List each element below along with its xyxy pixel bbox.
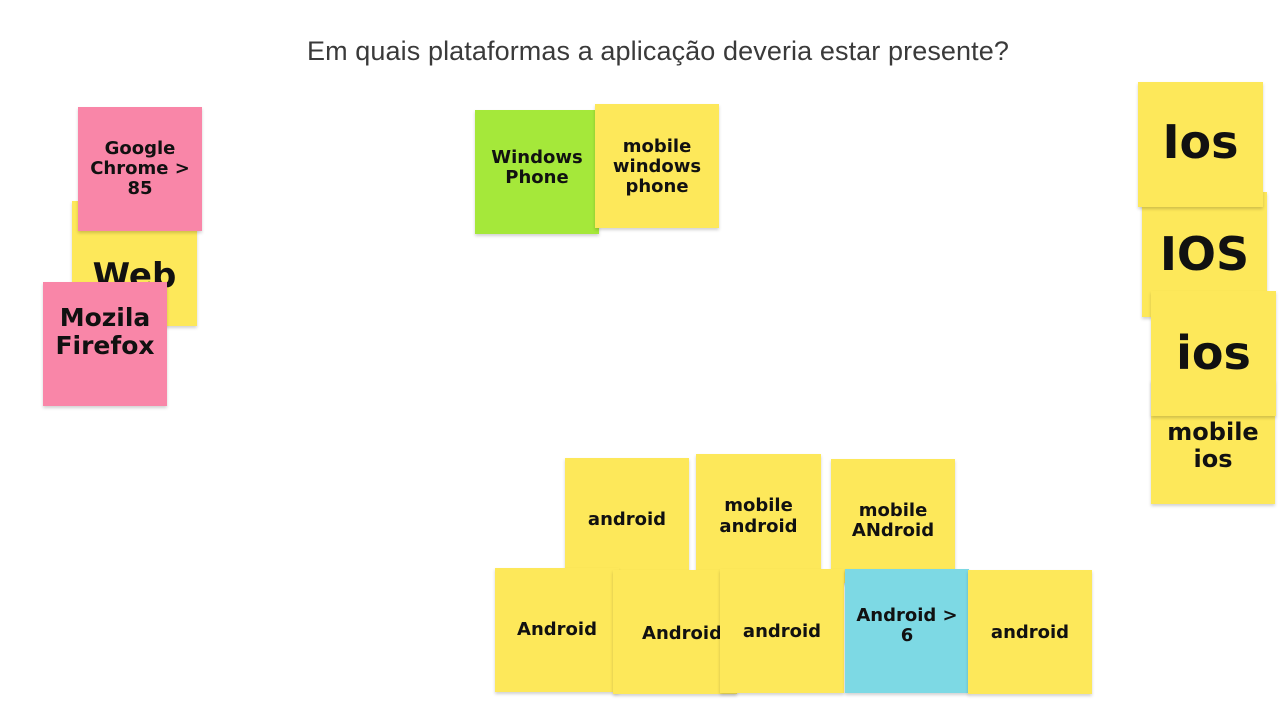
- sticky-note-mobile-android[interactable]: mobile android: [696, 454, 821, 579]
- sticky-note-text: android: [990, 621, 1070, 643]
- sticky-note-android-capital-2[interactable]: Android: [613, 570, 737, 694]
- sticky-note-android-capital-1[interactable]: Android: [495, 568, 619, 692]
- sticky-note-windows-phone[interactable]: Windows Phone: [475, 110, 599, 234]
- sticky-note-text: Windows Phone: [491, 146, 583, 188]
- sticky-note-android-6[interactable]: Android > 6: [845, 569, 969, 693]
- sticky-note-text: android: [587, 508, 667, 530]
- sticky-note-android-right[interactable]: android: [968, 570, 1092, 694]
- sticky-note-text: Google Chrome > 85: [90, 137, 190, 200]
- sticky-note-mozila-firefox[interactable]: Mozila Firefox: [43, 282, 167, 406]
- sticky-note-android[interactable]: android: [565, 458, 689, 582]
- sticky-note-text: Android: [642, 622, 722, 644]
- sticky-note-text: Mozila Firefox: [55, 303, 155, 360]
- sticky-note-ios-capitalized[interactable]: Ios: [1138, 82, 1263, 207]
- board-question: Em quais plataformas a aplicação deveria…: [307, 36, 1009, 66]
- sticky-note-text: IOS: [1159, 226, 1250, 281]
- sticky-note-text: Android > 6: [856, 604, 958, 646]
- sticky-note-android-lower[interactable]: android: [720, 569, 844, 693]
- sticky-note-text: android: [742, 620, 822, 642]
- sticky-note-text: Android: [517, 618, 597, 640]
- sticky-note-mobile-windows-phone[interactable]: mobile windows phone: [595, 104, 719, 228]
- sticky-note-text: mobile ios: [1167, 418, 1259, 473]
- sticky-note-text: mobile android: [719, 495, 798, 537]
- sticky-note-text: Ios: [1162, 114, 1239, 169]
- sticky-note-text: mobile ANdroid: [851, 499, 935, 541]
- sticky-note-ios-lowercase[interactable]: ios: [1151, 291, 1276, 416]
- sticky-note-google-chrome[interactable]: Google Chrome > 85: [78, 107, 202, 231]
- sticky-note-mobile-android-alt[interactable]: mobile ANdroid: [831, 459, 955, 583]
- sticky-note-text: ios: [1176, 325, 1251, 380]
- sticky-note-text: mobile windows phone: [612, 135, 702, 198]
